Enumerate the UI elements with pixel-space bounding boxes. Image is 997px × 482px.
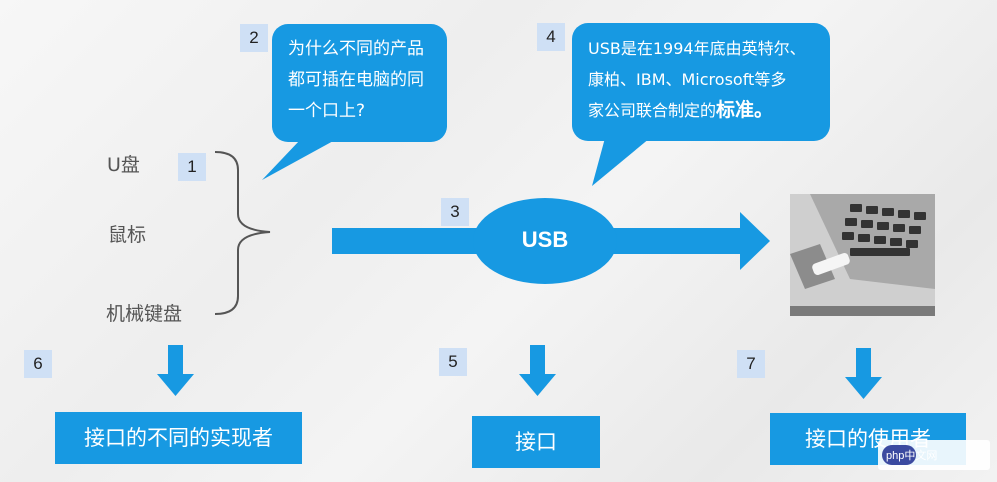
right-arrow-head <box>740 212 770 270</box>
bubble-usb-line1: USB是在1994年底由英特尔、 <box>588 39 806 58</box>
watermark-text: php中文网 <box>886 450 938 462</box>
left-item-keyboard: 机械键盘 <box>106 303 183 325</box>
laptop-usb-photo <box>790 194 935 316</box>
left-item-mouse: 鼠标 <box>108 224 147 246</box>
bubble-question-line3: 一个口上? <box>288 101 366 121</box>
watermark: php中文网 <box>878 440 990 470</box>
bubble-usb-standard: USB是在1994年底由英特尔、 康柏、IBM、Microsoft等多 家公司联… <box>572 23 830 141</box>
bubble-question-line1: 为什么不同的产品 <box>288 39 424 59</box>
down-arrow-5 <box>519 345 556 396</box>
step-number-2: 2 <box>240 24 268 52</box>
step-number-4: 4 <box>537 23 565 51</box>
bubble-usb-tail <box>592 138 650 186</box>
usb-label: USB <box>521 227 569 252</box>
php-logo-icon <box>882 445 916 465</box>
down-arrow-7 <box>845 348 882 399</box>
laptop-usb-illustration <box>790 194 935 316</box>
usb-ellipse <box>473 198 617 284</box>
bubble-usb-line3-prefix: 家公司联合制定的 <box>588 101 717 120</box>
right-arrow-shaft <box>612 228 742 254</box>
bubble-question-tail <box>262 140 335 180</box>
left-connector-bar <box>332 228 478 254</box>
box-interface-implementers: 接口的不同的实现者 <box>55 412 302 464</box>
grouping-bracket <box>214 151 271 315</box>
bubble-usb-line3: 家公司联合制定的标准。 <box>588 95 814 126</box>
step-number-1: 1 <box>178 153 206 181</box>
down-arrow-6 <box>157 345 194 396</box>
step-number-3: 3 <box>441 198 469 226</box>
box-interface-users: 接口的使用者 <box>770 413 966 465</box>
step-number-5: 5 <box>439 348 467 376</box>
bubble-question-line2: 都可插在电脑的同 <box>288 70 424 90</box>
step-number-7: 7 <box>737 350 765 378</box>
box-interface: 接口 <box>472 416 600 468</box>
left-item-udisk: U盘 <box>107 154 140 176</box>
bubble-usb-emphasis: 标准。 <box>716 99 774 121</box>
bubble-question: 为什么不同的产品 都可插在电脑的同 一个口上? <box>272 24 447 142</box>
bubble-usb-line2: 康柏、IBM、Microsoft等多 <box>588 70 787 89</box>
step-number-6: 6 <box>24 350 52 378</box>
